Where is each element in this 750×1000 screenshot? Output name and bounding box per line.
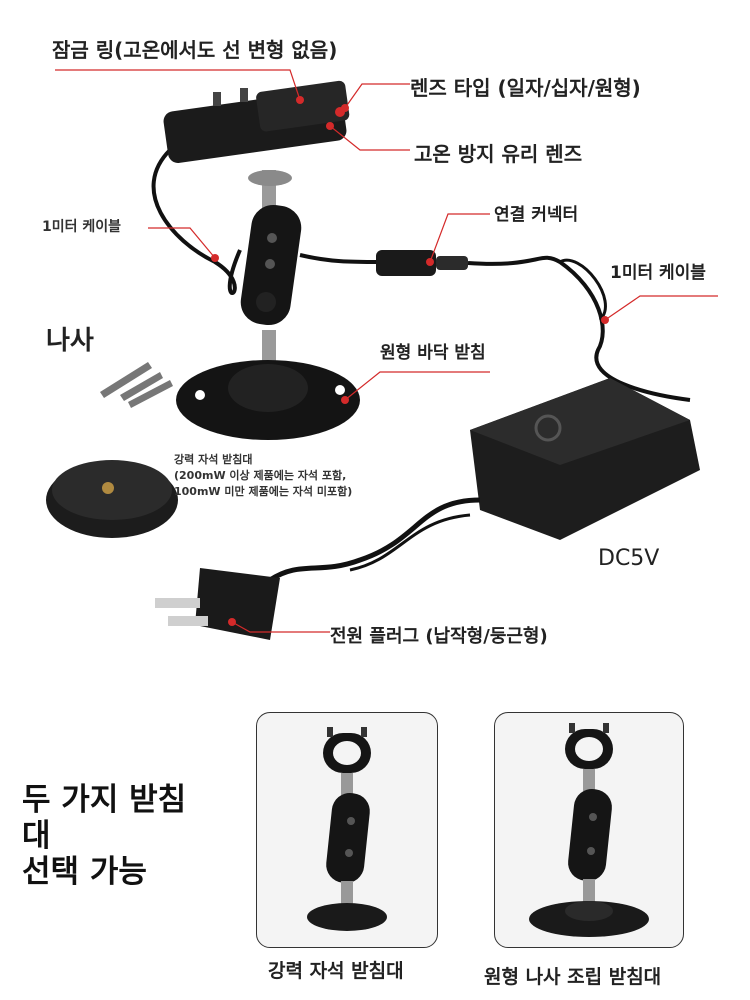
headline: 두 가지 받침 대 선택 가능: [22, 782, 186, 890]
mount-cable: [299, 253, 381, 264]
lens-type-label: 렌즈 타입 (일자/십자/원형): [410, 76, 641, 100]
headline-line: 대: [22, 818, 51, 854]
product-illustration: [46, 69, 718, 640]
callout-lines: [55, 69, 718, 633]
option-card-screw: [494, 712, 684, 948]
adapter-cable: [467, 255, 691, 402]
laser-cable: [151, 148, 242, 295]
glass-lens-label: 고온 방지 유리 렌즈: [414, 142, 583, 166]
power-plug-label: 전원 플러그 (납작형/둥근형): [330, 626, 548, 647]
headline-line: 두 가지 받침: [22, 782, 187, 818]
screws-label: 나사: [46, 326, 94, 356]
lock-ring-label: 잠금 링(고온에서도 선 변형 없음): [52, 38, 338, 62]
headline-line: 선택 가능: [22, 854, 147, 890]
connector-label: 연결 커넥터: [494, 205, 579, 225]
laser-module: [163, 80, 350, 163]
voltage-label: DC5V: [598, 546, 660, 571]
screws: [100, 362, 173, 408]
magnet-stand-photo: [307, 727, 387, 931]
screw-stand-photo: [529, 723, 649, 937]
power-adapter: [470, 378, 700, 540]
plug-cable: [268, 497, 481, 583]
connector-body: [376, 250, 436, 276]
round-base: [176, 360, 360, 440]
mount-arm: [240, 170, 302, 370]
cable-right-label: 1미터 케이블: [610, 263, 706, 283]
callout-dots: [211, 96, 609, 626]
magnet-note-line: 100mW 미만 제품에는 자석 미포함): [174, 485, 353, 498]
magnet-note-line: 강력 자석 받침대: [174, 453, 253, 466]
power-plug: [155, 568, 280, 640]
magnet-note: 강력 자석 받침대 (200mW 이상 제품에는 자석 포함, 100mW 미만…: [174, 452, 352, 500]
magnet-disc: [46, 460, 178, 538]
cable-left-label: 1미터 케이블: [42, 219, 122, 235]
option-caption-magnet: 강력 자석 받침대: [268, 960, 404, 982]
magnet-note-line: (200mW 이상 제품에는 자석 포함,: [174, 469, 347, 482]
option-card-magnet: [256, 712, 438, 948]
round-base-label: 원형 바닥 받침: [380, 343, 486, 363]
option-caption-screw: 원형 나사 조립 받침대: [484, 966, 662, 988]
